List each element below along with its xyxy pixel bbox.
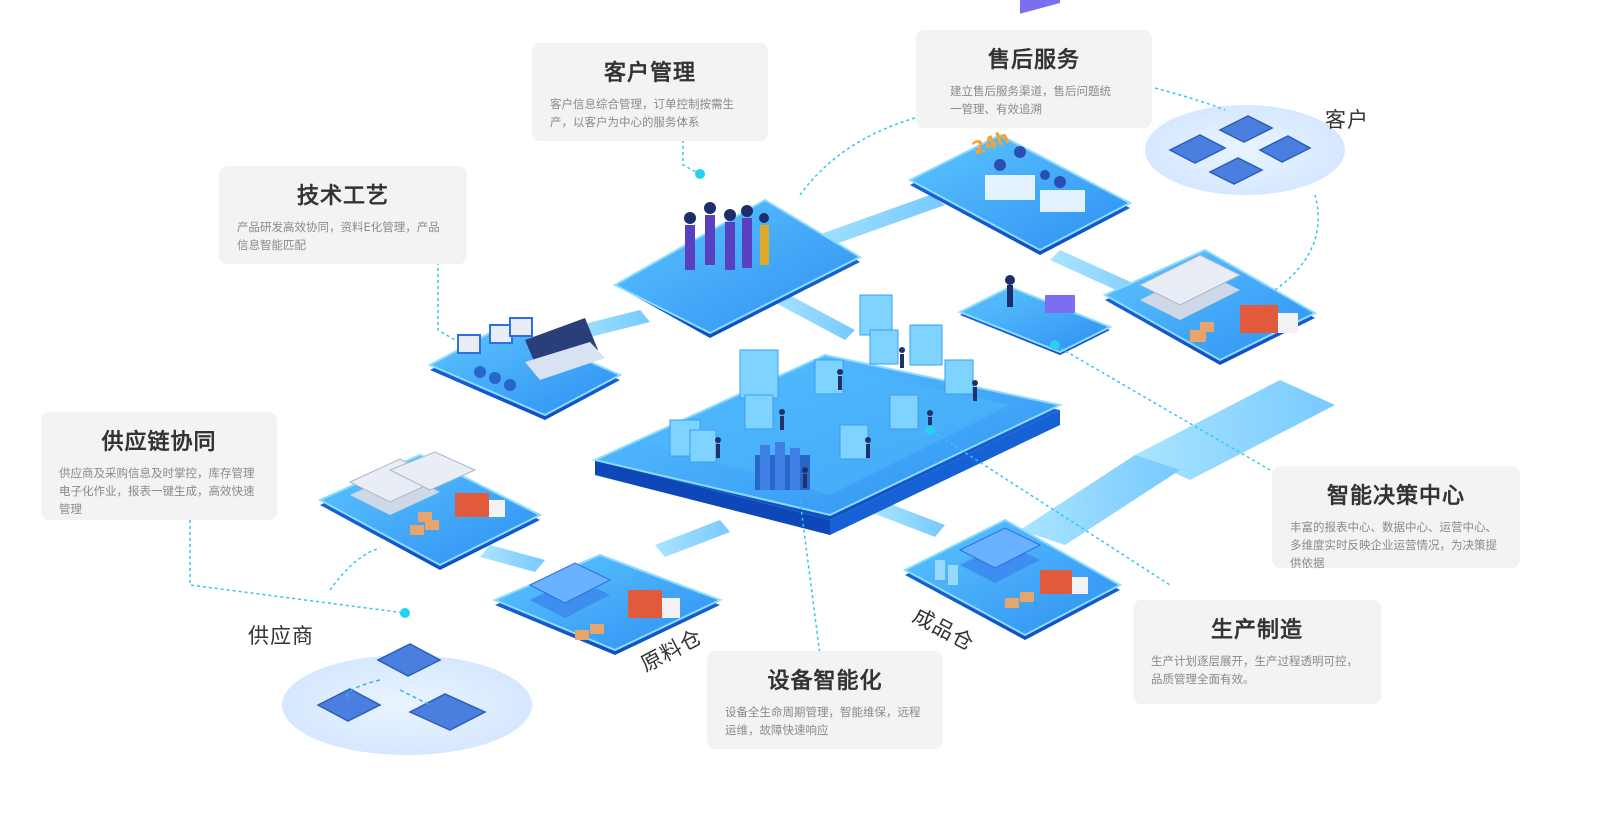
customer-mgmt-platform [612, 198, 863, 338]
raw-warehouse-platform [492, 553, 723, 655]
tech-process-platform [427, 317, 623, 420]
tech-process-title: 技术工艺 [296, 184, 389, 209]
decision-center-title: 智能决策中心 [1326, 484, 1465, 509]
customer-ellipse [1145, 105, 1345, 195]
equipment-title: 设备智能化 [767, 669, 883, 694]
supply-chain-desc: 供应商及采购信息及时掌控，库存管理电子化作业，报表一键生成，高效快速管理 [59, 466, 255, 516]
hub-machines [669, 294, 978, 490]
production-card: 生产制造 生产计划逐层展开，生产过程透明可控，品质管理全面有效。 [1133, 600, 1381, 704]
supplier-ellipse [282, 643, 532, 755]
tech-process-desc: 产品研发高效协同，资料E化管理，产品信息智能匹配 [237, 220, 440, 252]
decision-center-card: 智能决策中心 丰富的报表中心、数据中心、运营中心、多维度实时反映企业运营情况，为… [1272, 466, 1520, 570]
supply-chain-title: 供应链协同 [101, 430, 217, 455]
production-title: 生产制造 [1210, 618, 1303, 643]
customer-label: 客户 [1325, 108, 1369, 132]
after-sales-title: 售后服务 [987, 48, 1080, 73]
customer-mgmt-desc: 客户信息综合管理，订单控制按需生产，以客户为中心的服务体系 [550, 97, 734, 129]
decision-center-desc: 丰富的报表中心、数据中心、运营中心、多维度实时反映企业运营情况，为决策提供依据 [1290, 520, 1497, 570]
production-desc: 生产计划逐层展开，生产过程透明可控，品质管理全面有效。 [1151, 654, 1358, 686]
after-sales-card: 售后服务 建立售后服务渠道，售后问题统一管理、有效追溯 [916, 30, 1152, 128]
supply-chain-card: 供应链协同 供应商及采购信息及时掌控，库存管理电子化作业，报表一键生成，高效快速… [41, 412, 277, 520]
customer-warehouse-platform [1102, 248, 1318, 365]
tech-process-card: 技术工艺 产品研发高效协同，资料E化管理，产品信息智能匹配 [219, 166, 467, 264]
customer-mgmt-card: 客户管理 客户信息综合管理，订单控制按需生产，以客户为中心的服务体系 [532, 43, 768, 141]
dashed-links [189, 87, 1319, 656]
after-sales-desc: 建立售后服务渠道，售后问题统一管理、有效追溯 [950, 84, 1111, 116]
link-dots [400, 169, 1060, 618]
equipment-desc: 设备全生命周期管理，智能维保，远程运维，故障快速响应 [725, 705, 921, 737]
decision-center-platform [957, 0, 1113, 355]
after-sales-platform: 24h [907, 127, 1133, 255]
finished-warehouse-platform [902, 518, 1123, 640]
central-hub-platform [591, 353, 1064, 535]
supply-chain-platform [317, 451, 543, 570]
supplier-label: 供应商 [248, 624, 314, 648]
equipment-card: 设备智能化 设备全生命周期管理，智能维保，远程运维，故障快速响应 [707, 651, 943, 749]
customer-mgmt-title: 客户管理 [603, 61, 696, 86]
